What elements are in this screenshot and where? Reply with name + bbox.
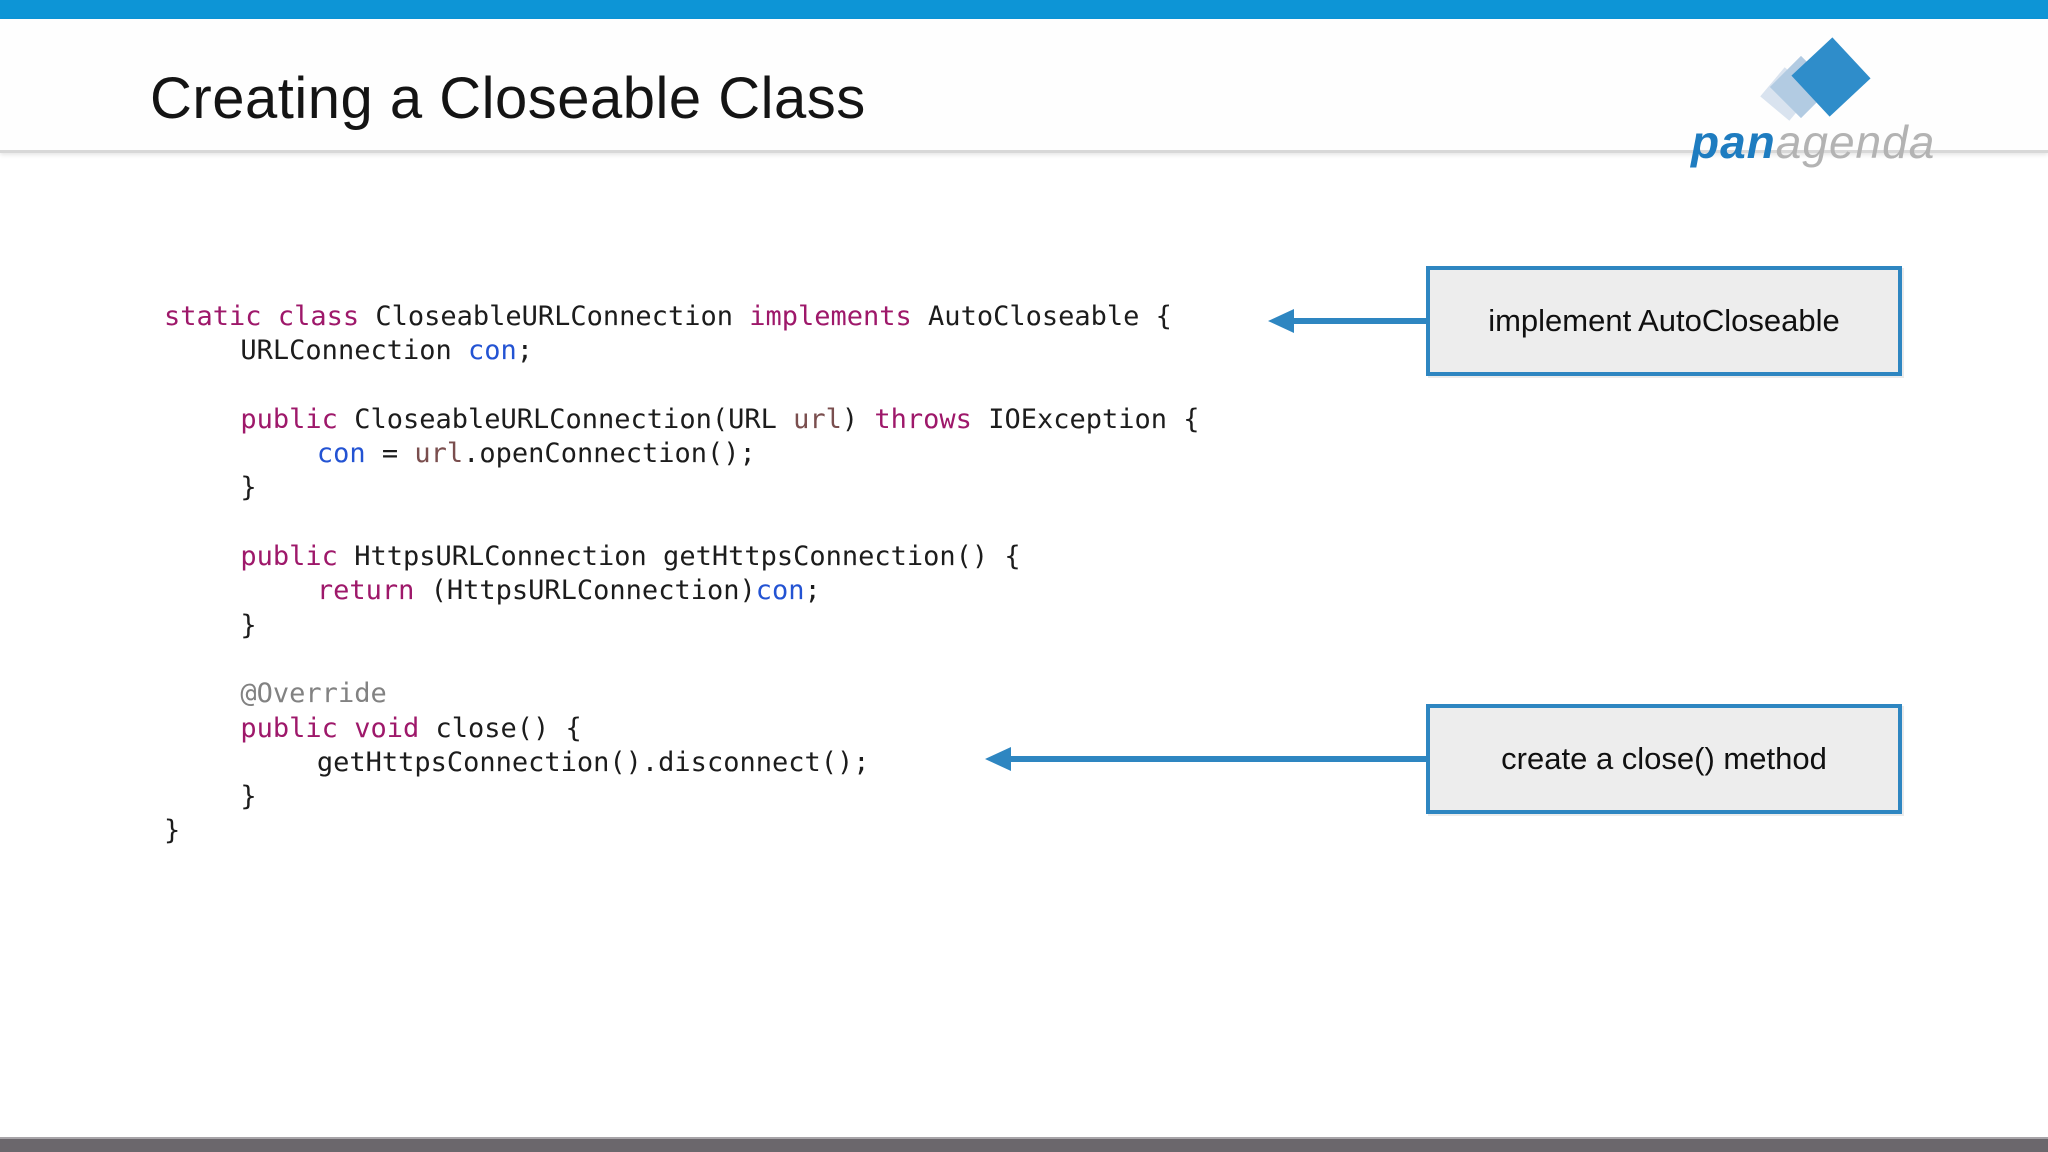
code-line xyxy=(164,506,1200,540)
callout-create-close-method: create a close() method xyxy=(1426,704,1902,814)
callout-implement-autocloseable: implement AutoCloseable xyxy=(1426,266,1902,376)
code-line: public HttpsURLConnection getHttpsConnec… xyxy=(240,541,1021,573)
callout-label: create a close() method xyxy=(1501,741,1827,776)
arrow-shaft xyxy=(1007,756,1428,762)
code-line: con = url.openConnection(); xyxy=(316,438,756,470)
callout-label: implement AutoCloseable xyxy=(1488,303,1840,338)
code-line: static class CloseableURLConnection impl… xyxy=(164,301,1172,332)
code-block: static class CloseableURLConnection impl… xyxy=(164,300,1200,849)
top-accent-bar xyxy=(0,0,2048,19)
code-line xyxy=(164,643,1200,677)
code-line: } xyxy=(164,472,257,504)
logo-text-agenda: agenda xyxy=(1775,116,1936,168)
arrow-shaft xyxy=(1290,318,1428,324)
logo-wordmark: panagenda xyxy=(1691,115,1935,169)
footer-bar xyxy=(0,1139,2048,1152)
code-line: getHttpsConnection().disconnect(); xyxy=(164,746,870,778)
code-line: } xyxy=(164,815,181,847)
slide-header: Creating a Closeable Class panagenda xyxy=(0,19,2048,168)
arrow-left-icon xyxy=(1268,309,1294,333)
code-line: } xyxy=(164,781,257,813)
code-line: @Override xyxy=(240,678,387,710)
arrow-left-icon xyxy=(985,747,1011,771)
code-line: public void close() { xyxy=(240,712,582,744)
code-line: } xyxy=(164,609,257,641)
footer-divider xyxy=(0,1137,2048,1139)
code-line xyxy=(164,369,1200,403)
code-line: return (HttpsURLConnection)con; xyxy=(316,575,821,607)
code-line: public CloseableURLConnection(URL url) t… xyxy=(240,403,1200,435)
panagenda-logo: panagenda xyxy=(1685,37,2030,169)
code-line: URLConnection con; xyxy=(164,335,534,367)
page-title: Creating a Closeable Class xyxy=(150,66,866,131)
logo-text-pan: pan xyxy=(1691,116,1776,168)
